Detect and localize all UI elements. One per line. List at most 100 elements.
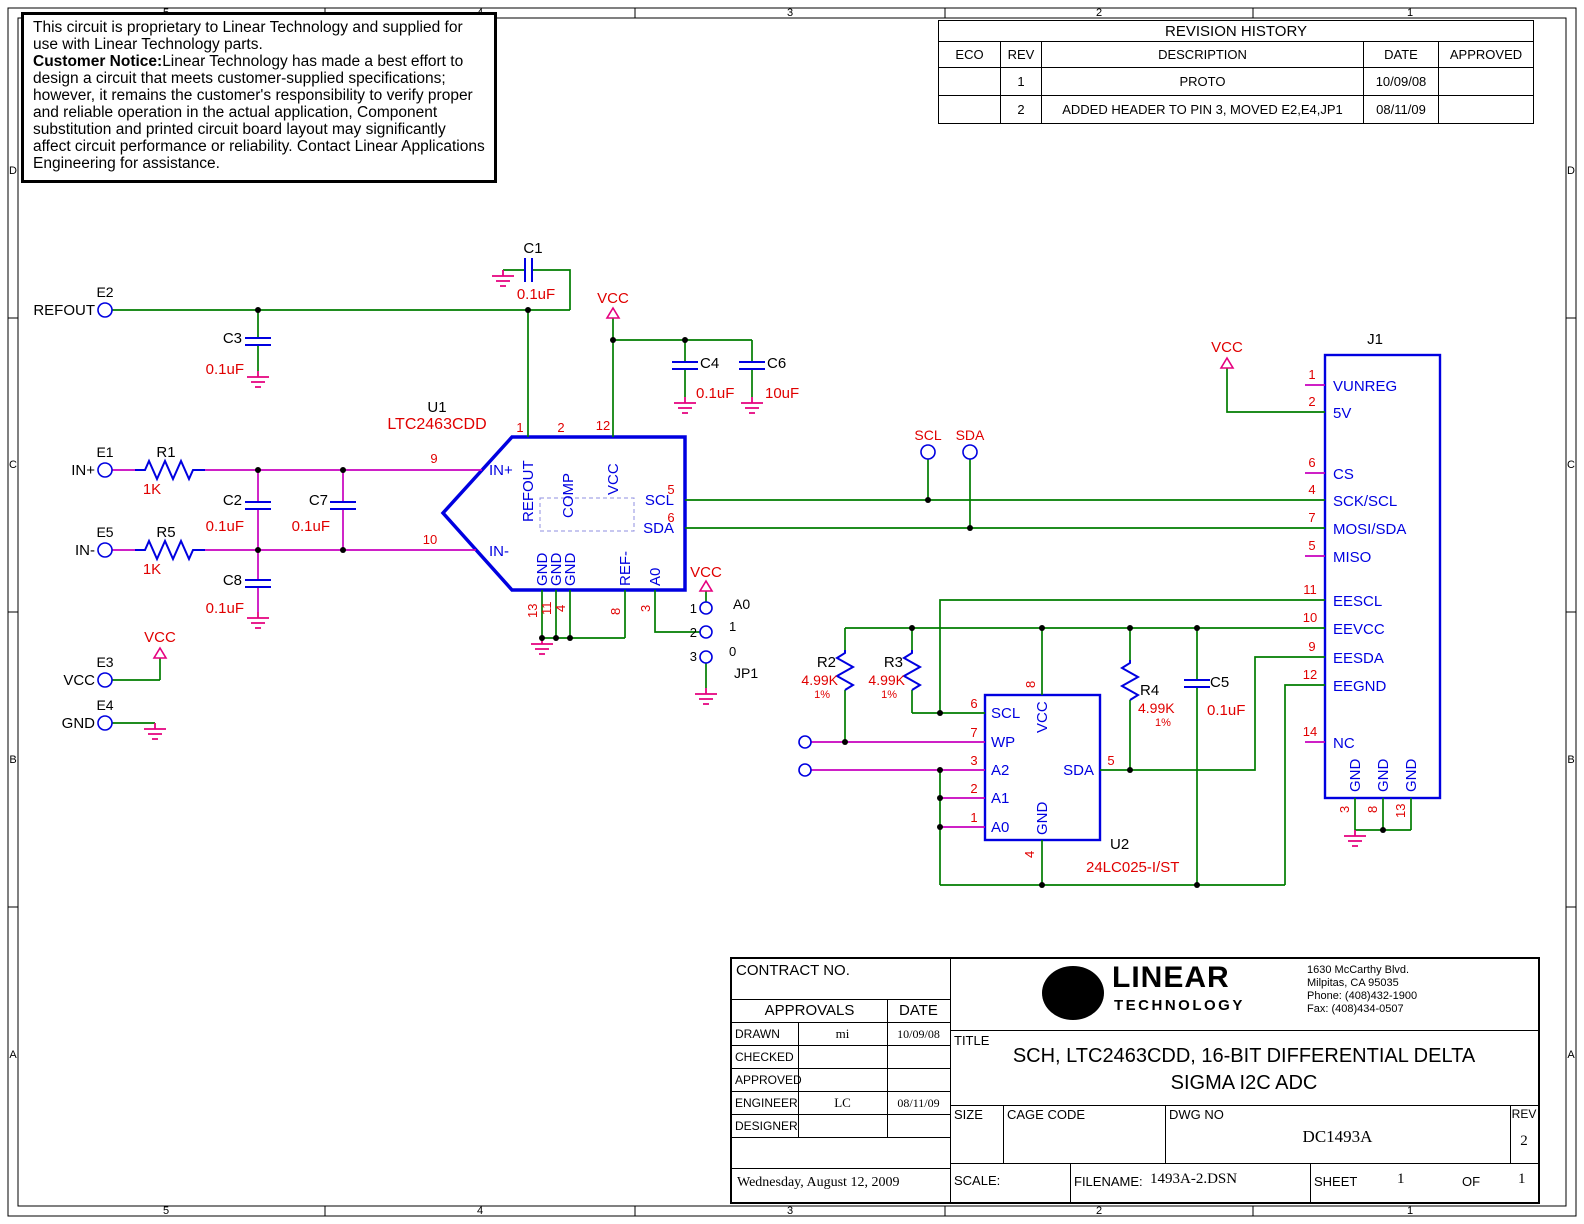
rev-value: 2 [1520,1133,1528,1149]
grid-col-label: 2 [1096,1205,1102,1217]
u2-partnumber: 24LC025-I/ST [1086,859,1179,876]
tb-line [950,1105,1538,1106]
drawn-label: DRAWN [735,1027,780,1041]
u1-pin-label-vcc: VCC [605,463,622,495]
r4-value: 4.99K [1138,700,1175,716]
c7-value: 0.1uF [292,518,330,535]
size-label: SIZE [954,1107,983,1122]
c5-refdes: C5 [1210,674,1229,691]
grid-row-label: A [9,1049,17,1061]
sheet-value: 1 [1397,1171,1405,1187]
u2-pin3-number: 3 [970,753,977,768]
ground-symbol [246,370,270,388]
vcc-label: VCC [144,629,176,646]
tb-line [732,1045,950,1046]
j1-pin-label-gnd2: GND [1375,759,1392,793]
u1-pin-label-gnd3: GND [562,553,579,587]
terminal-e4 [97,715,113,731]
title-block: CONTRACT NO. APPROVALS DATE DRAWN mi 10/… [730,957,1540,1204]
u1-pin1-number: 1 [516,420,523,435]
u1-pin5-number: 5 [667,482,674,497]
u1-partnumber: LTC2463CDD [387,416,486,433]
title-label: TITLE [954,1033,990,1048]
j1-pin-label-vunreg: VUNREG [1333,378,1397,395]
approvals-label: APPROVALS [764,1002,855,1019]
u2-pin-label-sda: SDA [1063,762,1094,779]
vcc-label: VCC [597,290,629,307]
u1-pin11-number: 11 [539,602,554,616]
e5-refdes: E5 [96,524,113,540]
j1-pin1-number: 1 [1308,367,1315,382]
r3-value: 4.99K [868,672,905,688]
tb-line [1165,1105,1166,1163]
u1-pin8-number: 8 [608,608,623,615]
rev-eco [938,67,1001,96]
rev-col-approved: APPROVED [1437,41,1535,68]
c6-refdes: C6 [767,355,786,372]
u1-pin6-number: 6 [667,510,674,525]
j1-pin8-number: 8 [1365,806,1380,813]
revision-row: 2 ADDED HEADER TO PIN 3, MOVED E2,E4,JP1… [938,95,1535,124]
revision-history-title: REVISION HISTORY [937,20,1535,42]
logo-name-linear: LINEAR [1112,961,1230,994]
j1-pin-label-eegnd: EEGND [1333,678,1387,695]
tb-line [1003,1105,1004,1163]
j1-pin-label-nc: NC [1333,735,1355,752]
grid-row-label: D [9,165,17,177]
u1-pin-label-comp: COMP [560,473,577,518]
u2-pin-label-wp: WP [991,734,1015,751]
grid-row-label: B [9,754,16,766]
u2-pin-label-scl: SCL [991,705,1020,722]
j1-pin9-number: 9 [1308,639,1315,654]
filename-value: 1493A-2.DSN [1150,1171,1238,1187]
approved-label: APPROVED [735,1073,802,1087]
turret-wp [798,735,812,749]
u1-pin-label-gnd1: GND [534,553,551,587]
j1-pin11-number: 11 [1303,582,1317,597]
sheet-border [7,7,1577,1217]
u1-pin-label-inminus: IN- [489,543,509,560]
e3-net-label: VCC [63,672,95,689]
j1-pin-label-mosisda: MOSI/SDA [1333,521,1406,538]
jp1-pin1 [699,601,713,615]
u2-pin-label-a2: A2 [991,762,1009,779]
c6-value: 10uF [765,385,799,402]
contract-no-label: CONTRACT NO. [736,962,850,979]
u1-adc-body [440,435,687,592]
u1-pin-label-inplus: IN+ [489,462,513,479]
logo-lt-glyph: LT [1057,979,1092,1010]
c1-refdes: C1 [523,240,542,257]
r2-tolerance: 1% [814,689,830,701]
u2-pin-label-vcc: VCC [1034,701,1051,733]
j1-pin4-number: 4 [1308,482,1315,497]
notice-bold-label: Customer Notice: [33,53,163,70]
testpoint-sda [962,444,978,460]
drawing-title-line1: SCH, LTC2463CDD, 16-BIT DIFFERENTIAL DEL… [1012,1045,1476,1067]
vcc-symbol [606,307,620,319]
ground-symbol [740,396,764,414]
c4-refdes: C4 [700,355,719,372]
date-column-label: DATE [899,1002,938,1019]
grid-col-label: 1 [1407,7,1413,19]
j1-pin-label-gnd3: GND [1403,759,1420,793]
grid-col-label: 3 [787,7,793,19]
rev-approved [1437,95,1535,124]
j1-pin-label-5v: 5V [1333,405,1351,422]
vcc-symbol [1220,357,1234,369]
rev-date: 10/09/08 [1363,67,1439,96]
c1-value: 0.1uF [517,286,555,303]
e5-net-label: IN- [75,542,95,559]
c4-value: 0.1uF [696,385,734,402]
vcc-label: VCC [690,564,722,581]
j1-pin-label-eesda: EESDA [1333,650,1384,667]
jp1-pin2-number: 2 [690,625,697,640]
e1-refdes: E1 [96,444,113,460]
rev-number: 1 [1000,67,1042,96]
u2-eeprom-body [983,693,1102,842]
j1-pin-label-sckscl: SCK/SCL [1333,493,1397,510]
r5-refdes: R5 [156,524,175,541]
rev-number: 2 [1000,95,1042,124]
jp1-pin2 [699,625,713,639]
